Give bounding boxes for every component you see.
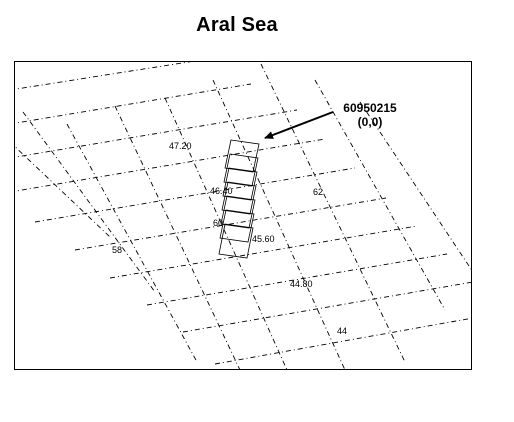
latitude-line: [146, 253, 448, 306]
scene-tile[interactable]: [224, 139, 260, 173]
grid-label-lat: 44.80: [290, 279, 313, 289]
latitude-line: [214, 317, 471, 365]
latitude-line: [182, 281, 471, 333]
longitude-line: [15, 146, 111, 238]
grid-label-lat: 45.60: [252, 234, 275, 244]
latitude-grid: [15, 62, 471, 365]
scene-tile[interactable]: [218, 223, 254, 259]
longitude-line: [164, 97, 288, 369]
callout-arrow: [264, 111, 334, 139]
grid-label-lon: 60: [213, 218, 223, 228]
map-frame: 47.20 46.40 62 60 45.60 58 44.80 44: [14, 61, 472, 370]
longitude-line: [66, 123, 198, 363]
latitude-line: [15, 83, 252, 124]
latitude-line: [109, 225, 418, 279]
scene-tile[interactable]: [219, 209, 255, 243]
callout-label: 60950215 (0,0): [332, 101, 408, 129]
longitude-line: [359, 101, 471, 270]
scene-tile[interactable]: [222, 167, 258, 201]
scene-tiles: [218, 139, 260, 259]
grid-label-lat: 46.40: [210, 186, 233, 196]
latitude-line: [74, 197, 387, 251]
origin-label: (0,0): [357, 115, 383, 129]
longitude-grid: [15, 63, 471, 369]
longitude-line: [314, 79, 446, 311]
grid-label-lat: 47.20: [169, 141, 192, 151]
latitude-line: [15, 138, 326, 192]
longitude-line: [212, 79, 346, 369]
latitude-line: [15, 62, 192, 90]
map-canvas: 47.20 46.40 62 60 45.60 58 44.80 44: [15, 62, 471, 369]
longitude-line: [114, 105, 241, 369]
scene-tile[interactable]: [221, 181, 257, 215]
grid-label-lon: 62: [313, 187, 323, 197]
scene-id-label: 60950215: [343, 101, 397, 115]
map-title: Aral Sea: [196, 14, 278, 36]
grid-label-lon: 58: [112, 245, 122, 255]
latitude-line: [15, 109, 298, 158]
scene-tile[interactable]: [220, 195, 256, 229]
grid-labels: 47.20 46.40 62 60 45.60 58 44.80 44: [112, 141, 347, 336]
latitude-line: [34, 167, 356, 223]
scene-tile[interactable]: [223, 153, 259, 187]
longitude-line: [22, 111, 156, 293]
grid-label-lat: 44: [337, 326, 347, 336]
